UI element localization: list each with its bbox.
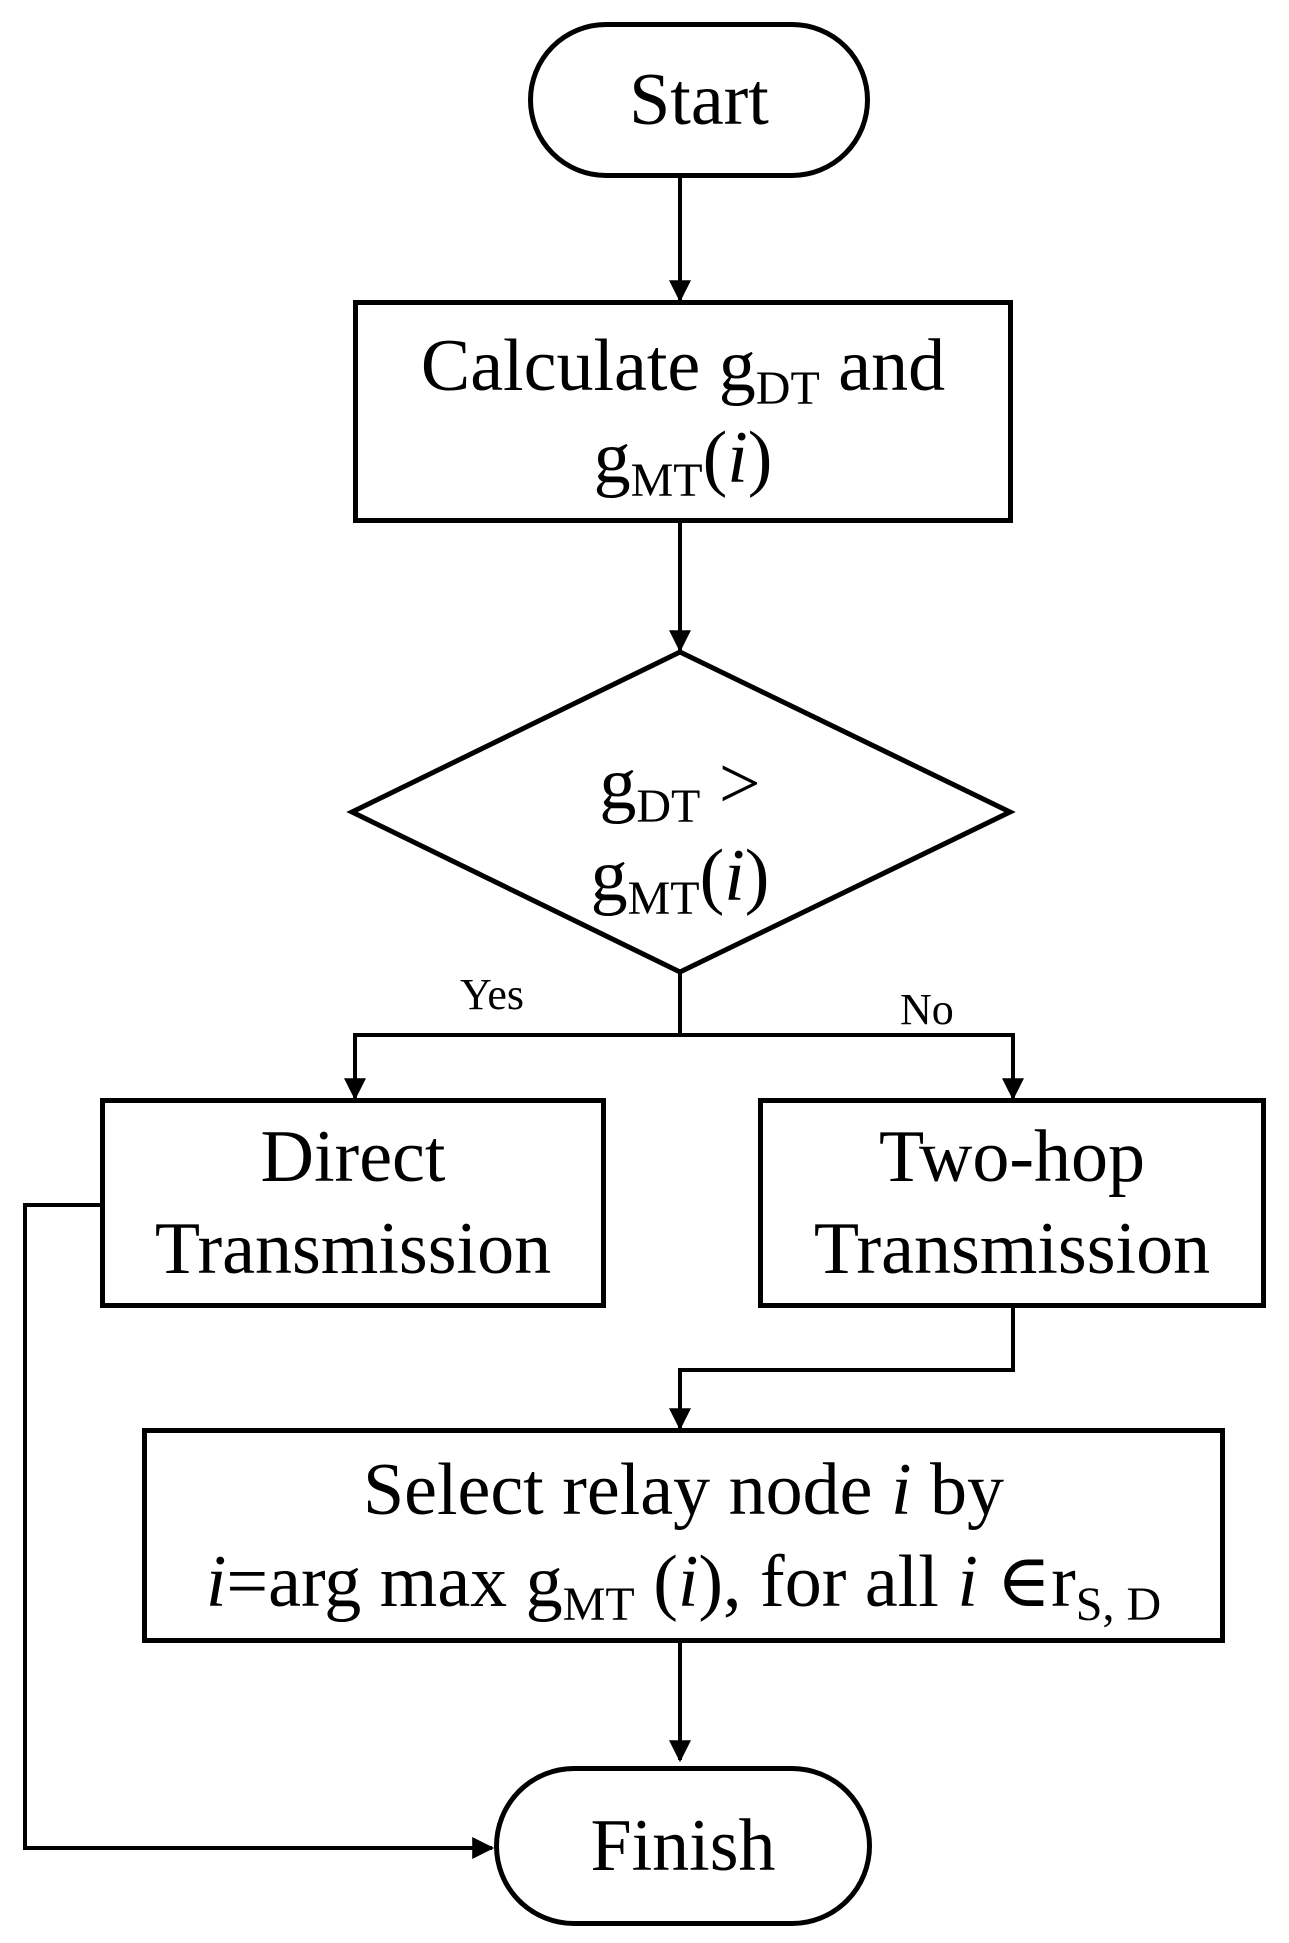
- direct-transmission-box: Direct Transmission: [100, 1098, 606, 1308]
- calculate-line-2: gMT(i): [593, 416, 773, 507]
- select-line-1: Select relay node i by: [362, 1448, 1005, 1531]
- calculate-box: Calculate gDT and gMT(i): [353, 300, 1013, 523]
- arrow-direct-to-finish: [23, 1203, 495, 1859]
- start-node: Start: [528, 22, 870, 178]
- decision-node: gDT > gMT(i): [355, 720, 1005, 940]
- yes-label: Yes: [460, 970, 525, 1019]
- direct-line-2: Transmission: [154, 1208, 552, 1290]
- twohop-line-1: Two-hop: [878, 1116, 1146, 1198]
- select-relay-box: Select relay node i by i=arg max gMT (i)…: [142, 1428, 1225, 1643]
- finish-label: Finish: [590, 1805, 776, 1887]
- decision-line-1: gDT >: [599, 743, 761, 833]
- twohop-line-2: Transmission: [813, 1208, 1211, 1290]
- finish-node: Finish: [494, 1766, 872, 1926]
- arrow-twohop-to-select: [669, 1308, 1015, 1431]
- twohop-transmission-box: Two-hop Transmission: [758, 1098, 1266, 1308]
- direct-line-1: Direct: [260, 1116, 446, 1198]
- decision-line-2: gMT(i): [590, 835, 770, 925]
- calculate-line-1: Calculate gDT and: [420, 324, 946, 415]
- no-label: No: [900, 985, 954, 1034]
- arrow-no-branch: [680, 1033, 1024, 1101]
- select-line-2: i=arg max gMT (i), for all i ∈rS, D: [205, 1540, 1162, 1631]
- start-label: Start: [629, 59, 769, 141]
- arrow-yes-branch: [344, 1033, 680, 1101]
